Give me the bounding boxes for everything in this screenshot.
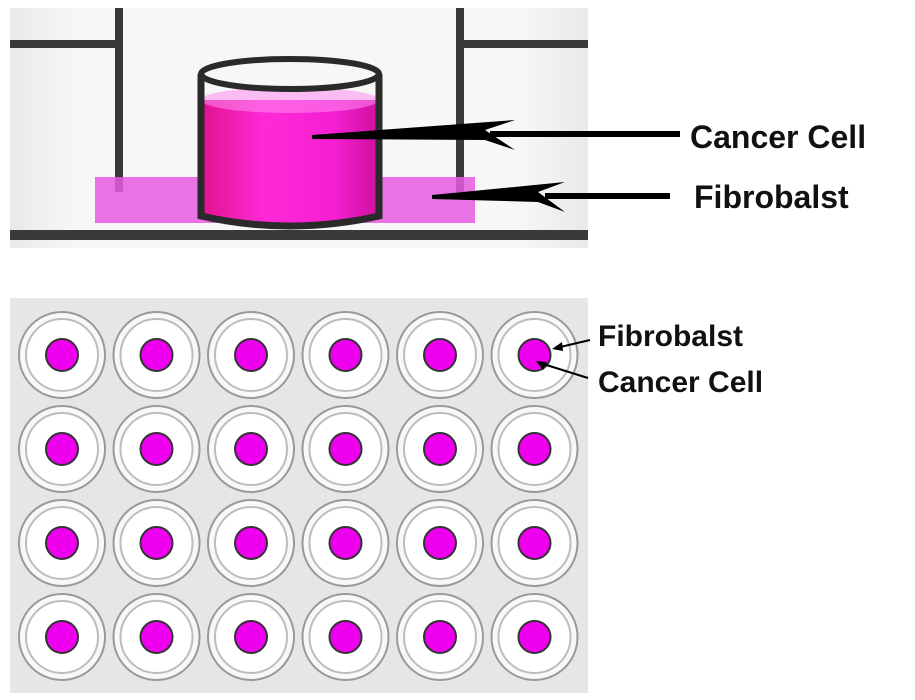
cancer-cell-dot	[328, 432, 363, 466]
cancer-cell-dot	[45, 620, 79, 654]
well	[18, 593, 106, 681]
cancer-cell-dot	[234, 338, 268, 372]
cancer-cell-dot	[423, 432, 457, 466]
well	[301, 499, 390, 587]
well	[207, 405, 295, 493]
well	[112, 311, 201, 399]
cancer-cell-dot	[423, 338, 457, 372]
cancer-cell-dot	[328, 620, 363, 654]
cancer-cell-dot	[45, 432, 79, 466]
cancer-cell-dot	[517, 338, 552, 372]
cancer-cell-dot	[328, 526, 363, 560]
plate-cancer-cell-pointer	[536, 361, 589, 379]
cancer-cell-dot	[139, 338, 174, 372]
cancer-cell-dot	[45, 526, 79, 560]
top-cancer-cell-label: Cancer Cell	[690, 119, 866, 155]
well	[490, 405, 579, 493]
cancer-cell-dot	[517, 620, 552, 654]
cancer-cell-dot	[517, 526, 552, 560]
cancer-cell-dot	[234, 620, 268, 654]
well	[18, 405, 106, 493]
cancer-cell-leader-line	[490, 131, 680, 137]
fibroblast-arrow	[432, 182, 565, 212]
well	[490, 311, 579, 399]
right-ledge	[462, 40, 588, 48]
fibroblast-leader-line	[545, 193, 670, 199]
well-base	[10, 230, 588, 240]
well-grid	[18, 311, 579, 681]
cancer-cell-dot	[45, 338, 79, 372]
well	[301, 593, 390, 681]
left-ledge	[10, 40, 120, 48]
well	[396, 405, 484, 493]
well	[112, 499, 201, 587]
cancer-cell-dot	[139, 620, 174, 654]
cancer-cell-dot	[423, 620, 457, 654]
cancer-cell-dot	[234, 526, 268, 560]
plate-cancer-cell-label: Cancer Cell	[598, 366, 763, 399]
well	[301, 405, 390, 493]
cancer-cell-dot	[517, 432, 552, 466]
plate-fibroblast-pointer	[552, 339, 591, 351]
well	[396, 593, 484, 681]
top-fibroblast-label: Fibrobalst	[694, 179, 849, 215]
well	[112, 593, 201, 681]
right-well-wall	[456, 8, 464, 192]
well	[18, 499, 106, 587]
well	[396, 311, 484, 399]
cancer-cell-dot	[234, 432, 268, 466]
well	[207, 311, 295, 399]
well	[112, 405, 201, 493]
cancer-cell-dot	[328, 338, 363, 372]
cup-walls	[197, 74, 383, 230]
cancer-cell-arrow	[312, 120, 515, 150]
insert-cup	[197, 56, 383, 230]
cancer-cell-dot	[139, 432, 174, 466]
liquid-surface	[201, 87, 379, 113]
cup-rim	[198, 56, 382, 92]
well	[396, 499, 484, 587]
well	[301, 311, 390, 399]
insert-well-diagram	[10, 8, 588, 248]
plate-fibroblast-label: Fibrobalst	[598, 320, 743, 353]
well	[490, 499, 579, 587]
cancer-cell-dot	[139, 526, 174, 560]
left-well-wall	[115, 8, 123, 192]
cancer-cell-dot	[423, 526, 457, 560]
well	[18, 311, 106, 399]
cup-liquid	[201, 100, 379, 226]
well	[207, 593, 295, 681]
well	[490, 593, 579, 681]
well	[207, 499, 295, 587]
cancer-cell-pointer	[312, 120, 680, 150]
fibroblast-pointer	[432, 182, 670, 212]
